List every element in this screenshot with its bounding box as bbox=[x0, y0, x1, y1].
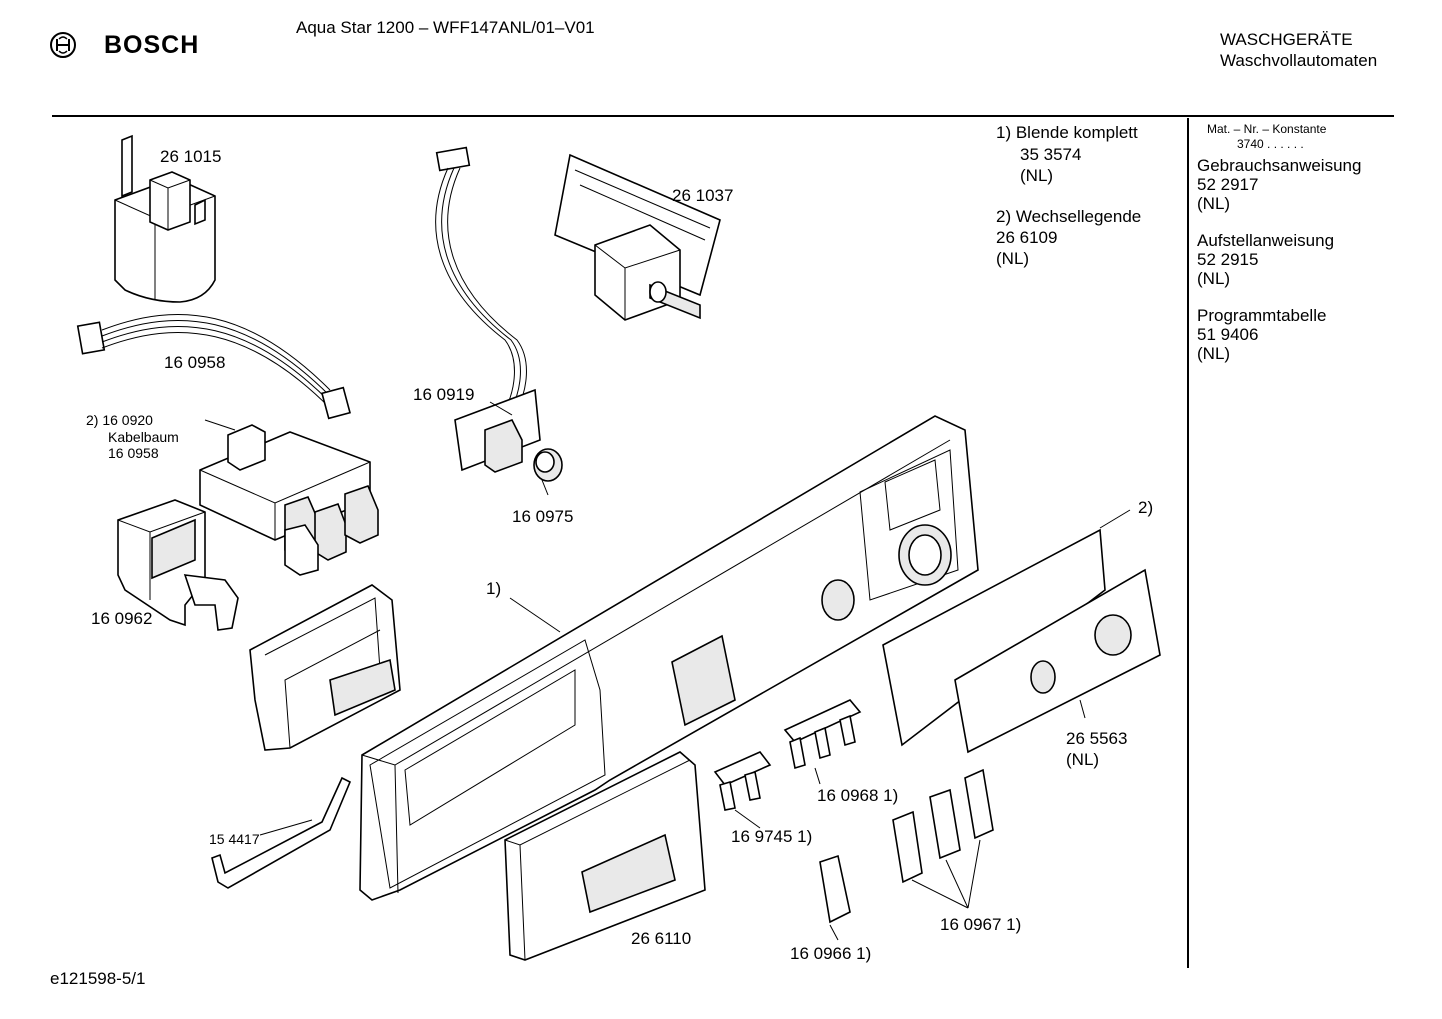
doc-2-variant: (NL) bbox=[1197, 269, 1231, 288]
label-160975: 16 0975 bbox=[512, 507, 574, 526]
label-160968: 16 0968 1) bbox=[817, 786, 899, 805]
label-160919: 16 0919 bbox=[413, 385, 475, 404]
constant-value: 3740 . . . . . . bbox=[1237, 137, 1304, 151]
label-261015: 26 1015 bbox=[160, 147, 222, 166]
model-title: Aqua Star 1200 – WFF147ANL/01–V01 bbox=[296, 18, 595, 37]
label-160967: 16 0967 1) bbox=[940, 915, 1022, 934]
part-160968-clips bbox=[783, 699, 862, 770]
doc-3-title: Programmtabelle bbox=[1197, 306, 1327, 325]
doc-1-variant: (NL) bbox=[1197, 194, 1231, 213]
part-160962-switch bbox=[117, 499, 239, 631]
part-legend-insert bbox=[882, 528, 1106, 747]
label-266110: 26 6110 bbox=[631, 929, 692, 948]
note-1-title: 1) Blende komplett bbox=[996, 123, 1138, 142]
note-2-number: 26 6109 bbox=[996, 228, 1058, 247]
note-1-variant: (NL) bbox=[1020, 166, 1054, 185]
part-160920-harness-module bbox=[199, 424, 379, 576]
label-160920: 2) 16 0920 bbox=[86, 412, 153, 428]
part-latch-bracket bbox=[249, 584, 401, 751]
doc-2-title: Aufstellanweisung bbox=[1197, 231, 1335, 250]
document-id: e121598-5/1 bbox=[50, 969, 146, 988]
note-1-number: 35 3574 bbox=[1020, 145, 1082, 164]
bosch-logo-icon bbox=[50, 32, 76, 58]
label-160920-kabelbaum: Kabelbaum bbox=[108, 429, 179, 445]
label-261037: 26 1037 bbox=[672, 186, 734, 205]
label-160958: 16 0958 bbox=[164, 353, 226, 372]
part-261015-suppressor bbox=[114, 134, 216, 303]
note-2-title: 2) Wechsellegende bbox=[996, 207, 1142, 226]
header-rule bbox=[52, 115, 1394, 117]
label-ref-2: 2) bbox=[1138, 498, 1154, 517]
part-266110-drawer-front bbox=[504, 751, 706, 961]
doc-1-title: Gebrauchsanweisung bbox=[1197, 156, 1362, 175]
doc-3-number: 51 9406 bbox=[1197, 325, 1259, 344]
part-160919-cable-pcb bbox=[435, 146, 541, 473]
part-265563-cover bbox=[954, 568, 1161, 754]
brand-name: BOSCH bbox=[104, 31, 200, 59]
label-265563: 26 5563 bbox=[1066, 729, 1128, 748]
label-160962: 16 0962 bbox=[91, 609, 153, 628]
label-265563-variant: (NL) bbox=[1066, 750, 1100, 769]
label-169745: 16 9745 1) bbox=[731, 827, 813, 846]
leader-lines bbox=[204, 401, 1131, 941]
label-160966: 16 0966 1) bbox=[790, 944, 872, 963]
part-160967-buttons bbox=[892, 768, 994, 884]
constant-label: Mat. – Nr. – Konstante bbox=[1207, 122, 1327, 136]
category-title: WASCHGERÄTE bbox=[1220, 30, 1353, 49]
part-261037-program-selector bbox=[554, 153, 721, 321]
note-2-variant: (NL) bbox=[996, 249, 1030, 268]
subcategory-title: Waschvollautomaten bbox=[1220, 51, 1378, 70]
label-154417: 15 4417 bbox=[209, 831, 260, 847]
doc-3-variant: (NL) bbox=[1197, 344, 1231, 363]
side-column-rule bbox=[1187, 118, 1189, 968]
part-fascia-panel bbox=[359, 415, 979, 901]
part-169745-clip bbox=[713, 751, 772, 811]
doc-1-number: 52 2917 bbox=[1197, 175, 1259, 194]
label-ref-1: 1) bbox=[486, 579, 502, 598]
part-160958-cable bbox=[76, 314, 351, 420]
part-160975-knob bbox=[533, 448, 563, 482]
doc-2-number: 52 2915 bbox=[1197, 250, 1259, 269]
label-160920-sub: 16 0958 bbox=[108, 445, 159, 461]
part-160966-button bbox=[819, 854, 851, 924]
part-154417-rod bbox=[211, 776, 352, 889]
